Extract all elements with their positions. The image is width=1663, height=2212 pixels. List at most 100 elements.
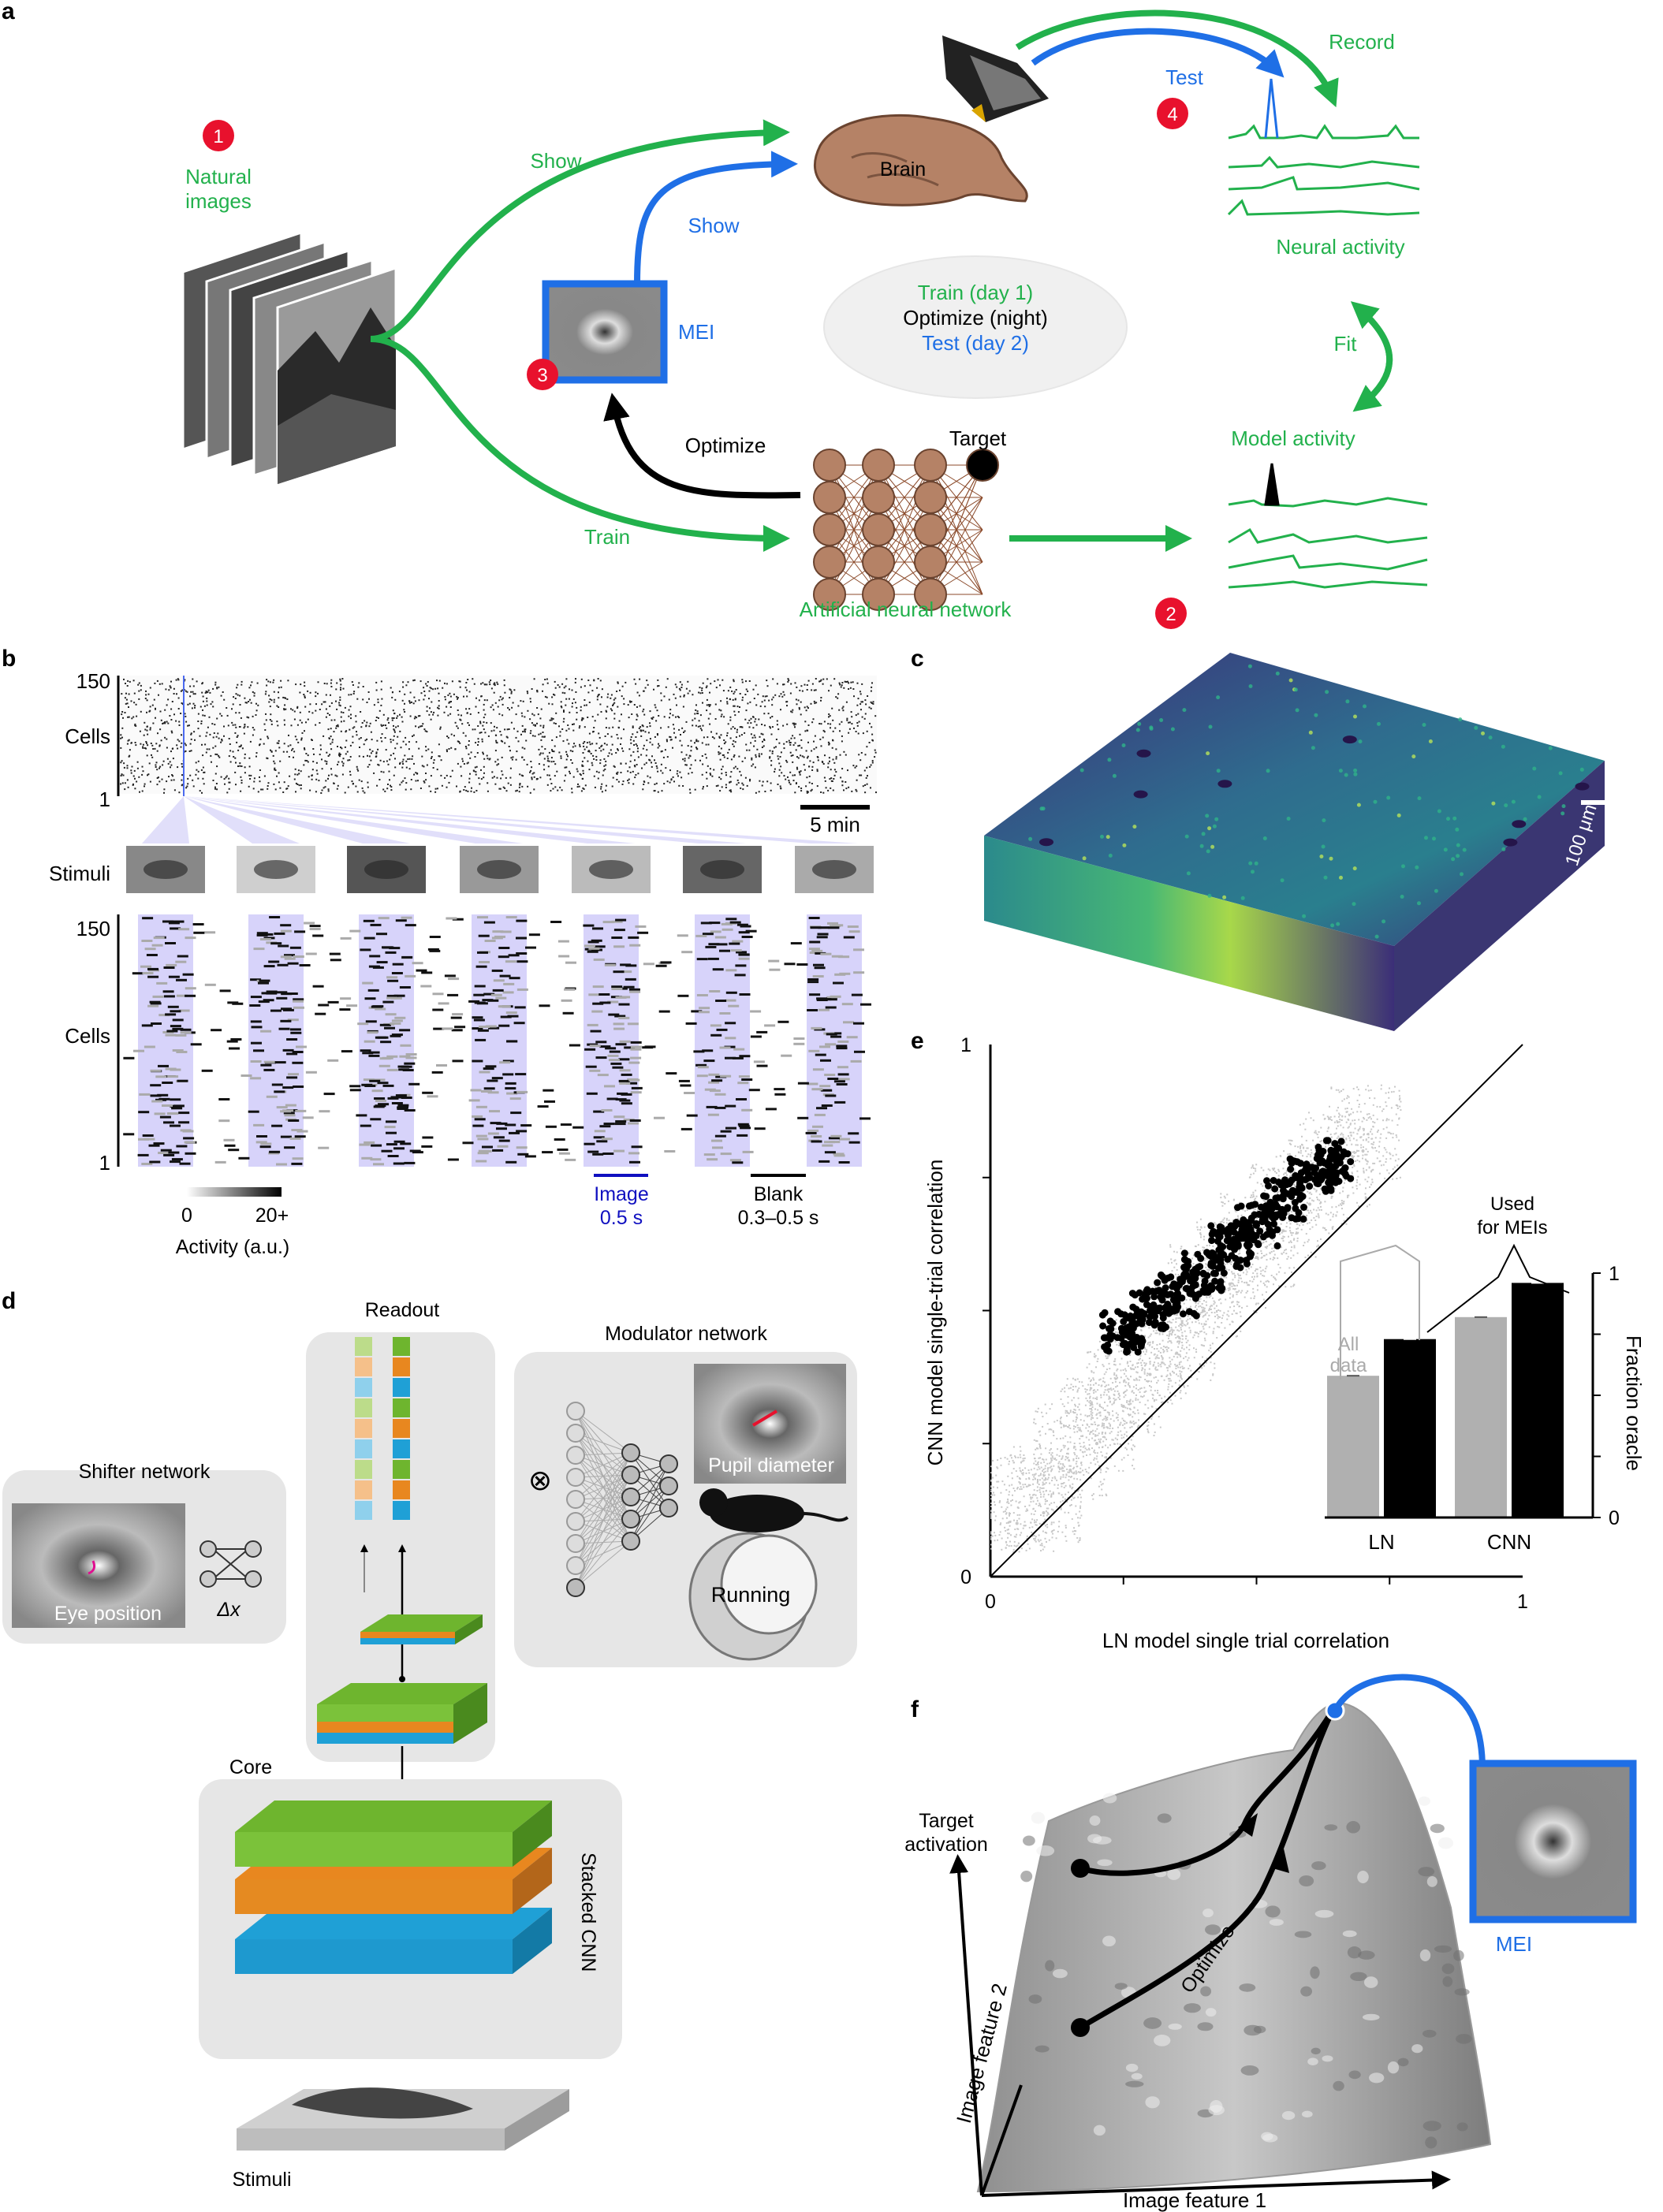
scatter-point-all <box>1309 1228 1311 1231</box>
scatter-point-all <box>1307 1147 1309 1149</box>
spike <box>392 963 404 966</box>
spike <box>610 749 612 751</box>
spike <box>164 709 166 711</box>
spike <box>612 704 613 706</box>
zoom-fan <box>142 796 858 843</box>
scatter-point-all <box>1299 1224 1301 1227</box>
spike <box>715 785 718 788</box>
spike <box>786 705 788 707</box>
spike <box>178 740 181 743</box>
scatter-point-all <box>1392 1137 1394 1139</box>
spike <box>498 947 510 949</box>
optimize-label: Optimize <box>685 434 766 457</box>
spike <box>334 719 336 721</box>
spike <box>165 1033 177 1037</box>
spike <box>628 766 631 769</box>
spike <box>789 751 792 754</box>
spike <box>491 776 494 779</box>
spike <box>580 709 582 712</box>
schedule-optimize: Optimize (night) <box>903 306 1048 330</box>
spike <box>190 733 192 735</box>
scatter-point-all <box>1337 1121 1339 1123</box>
spike <box>401 916 412 919</box>
spike <box>847 680 848 683</box>
volume-cell <box>1248 684 1253 688</box>
spike <box>226 707 228 709</box>
spike <box>785 759 788 762</box>
scatter-point-all <box>1123 1457 1125 1459</box>
scatter-point-all <box>1216 1311 1218 1313</box>
spike <box>570 759 572 761</box>
spike <box>682 706 684 708</box>
spike <box>470 790 472 792</box>
spike <box>516 988 528 991</box>
spike <box>807 791 809 793</box>
spike <box>268 960 280 963</box>
spike <box>121 711 124 713</box>
spike <box>628 748 631 750</box>
readout-feature <box>393 1337 410 1356</box>
spike <box>730 728 733 730</box>
spike <box>270 1009 282 1012</box>
spike <box>178 791 181 794</box>
spike <box>226 1040 238 1043</box>
spike <box>680 734 681 735</box>
spike <box>782 724 785 727</box>
spike <box>240 744 242 747</box>
spike <box>416 717 418 719</box>
spike <box>680 687 683 688</box>
spike <box>607 755 610 758</box>
spike <box>121 782 124 784</box>
scatter-point-all <box>1253 1278 1255 1280</box>
spike <box>328 774 330 776</box>
spike <box>405 684 408 687</box>
spike <box>709 691 710 694</box>
modulator-edge <box>575 1452 632 1566</box>
spike <box>169 685 171 687</box>
spike <box>501 756 503 758</box>
spike <box>621 784 624 785</box>
spike <box>151 1022 162 1025</box>
spike <box>330 728 332 730</box>
scatter-point-all <box>1042 1470 1044 1472</box>
volume-cell <box>1452 816 1457 821</box>
spike <box>780 788 782 790</box>
spike <box>580 678 583 680</box>
scatter-point-all <box>1113 1360 1116 1362</box>
scatter-point-all <box>1252 1291 1255 1294</box>
volume-cell <box>1345 699 1350 704</box>
spike <box>338 702 341 704</box>
spike <box>167 698 170 701</box>
spike <box>476 752 479 754</box>
modulator-edge <box>630 1463 669 1520</box>
artificial-neural-network <box>813 449 999 611</box>
spike <box>596 695 598 698</box>
spike <box>580 790 583 792</box>
spike <box>141 790 144 792</box>
scatter-point-all <box>1143 1413 1145 1415</box>
spike <box>559 786 561 788</box>
spike <box>660 692 662 695</box>
spike <box>218 754 220 757</box>
spike <box>469 757 472 759</box>
spike <box>168 975 180 978</box>
spike <box>581 764 584 766</box>
spike <box>796 782 797 784</box>
scatter-point-all <box>1019 1482 1021 1484</box>
scatter-point-all <box>1093 1450 1095 1453</box>
spike <box>744 776 747 779</box>
volume-cell <box>1214 817 1219 821</box>
spike <box>520 700 522 702</box>
scatter-point-all <box>1007 1500 1009 1503</box>
spike <box>845 781 847 783</box>
spike <box>490 706 492 709</box>
ann-neuron <box>862 546 895 579</box>
spike <box>212 747 214 749</box>
spike <box>696 994 708 996</box>
spike <box>822 683 824 685</box>
scatter-point-all <box>1092 1417 1094 1419</box>
spike <box>595 770 598 773</box>
spike <box>409 715 412 717</box>
spike <box>788 680 790 681</box>
scatter-point-all <box>1214 1321 1216 1324</box>
